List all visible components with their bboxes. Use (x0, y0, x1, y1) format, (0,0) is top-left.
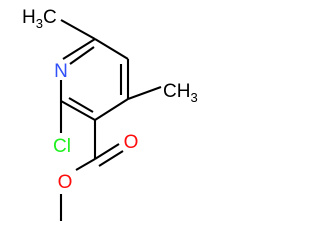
bond-c3-c2-inner (68, 97, 94, 113)
bond-c3-c2 (60, 100, 96, 121)
methyl-top-left-c: C (43, 7, 57, 28)
methyl-right-label: CH3 (163, 81, 198, 105)
methyl-top-left-h: H (22, 7, 36, 28)
bond-n1-c6 (62, 38, 96, 60)
pyridine-ring (59, 38, 130, 121)
bond-c4-methyl (127, 86, 162, 100)
bond-n1-c6-inner (69, 46, 95, 65)
ester-oxygen-label: O (58, 172, 73, 193)
carbonyl-oxygen-label: O (124, 132, 139, 153)
bond-c6-methyl (60, 19, 96, 40)
bond-c6-c5 (94, 38, 129, 60)
chlorine-label: Cl (53, 136, 71, 157)
bond-carbonyl-ester-oxygen (75, 158, 96, 171)
methyl-right-subscript: 3 (190, 90, 197, 105)
bond-carbonyl-double-a (94, 143, 120, 160)
methyl-right-ch: CH (163, 81, 190, 102)
methyl-top-left-label: H3C (22, 7, 57, 31)
molecule-structure: H3C CH3 N Cl O O (22, 7, 198, 221)
nitrogen-label: N (54, 61, 68, 82)
substituent-bonds (59, 19, 162, 221)
bond-c4-c3 (94, 98, 129, 121)
methyl-top-left-subscript: 3 (36, 16, 43, 31)
bond-carbonyl-double-b (98, 150, 124, 167)
